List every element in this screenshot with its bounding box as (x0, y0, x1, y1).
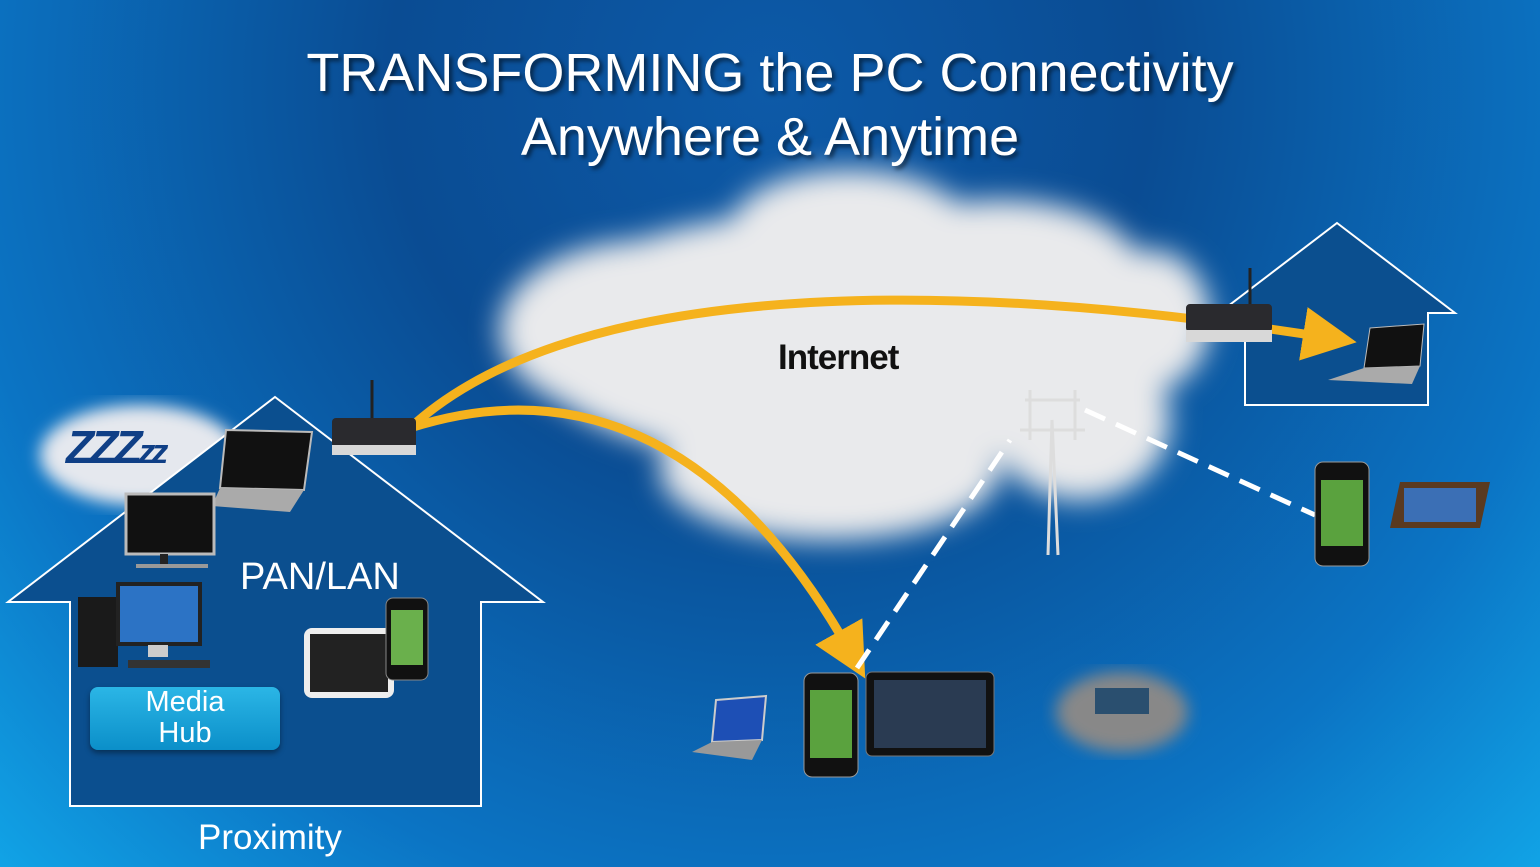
cell-tower-icon (1020, 390, 1085, 556)
desktop-pc-icon (78, 582, 210, 668)
tablet-icon (304, 628, 394, 698)
android-tablet-icon (865, 671, 995, 757)
slide-title-line-1: TRANSFORMING the PC Connectivity (306, 43, 1234, 103)
internet-label: Internet (778, 338, 899, 377)
mobile-laptop-icon (692, 694, 768, 760)
sleep-z: Z (90, 421, 118, 473)
remote-laptop-icon (1328, 323, 1425, 384)
internet-arrow-to-remote-house (406, 295, 1357, 432)
internet-cloud (500, 170, 1210, 540)
remote-router-icon (1186, 268, 1272, 342)
car-dashboard-icon (1056, 672, 1188, 752)
laptop-icon (212, 428, 314, 512)
pan-lan-label: PAN/LAN (240, 556, 400, 598)
remote-tablet-icon (1390, 482, 1490, 528)
home-router-icon (332, 380, 416, 455)
internet-arrow-to-mobile (408, 405, 866, 679)
wireless-link-remote-phone (1083, 407, 1317, 518)
sleep-z: z (151, 433, 168, 471)
media-hub-button[interactable]: Media Hub (90, 687, 280, 750)
mobile-phone-icon (803, 672, 859, 778)
media-hub-line-1: Media (145, 686, 225, 718)
wireless-link-phone (854, 438, 1013, 670)
smartphone-icon (385, 597, 429, 681)
sleep-z: Z (66, 421, 94, 473)
slide-title-line-2: Anywhere & Anytime (520, 107, 1020, 167)
remote-phone-icon (1314, 461, 1370, 567)
tv-icon (124, 492, 216, 568)
sleep-z: z (138, 433, 155, 471)
media-hub-line-2: Hub (158, 717, 212, 749)
proximity-label: Proximity (198, 818, 342, 857)
sleep-zzz-label: ZZZzz (66, 420, 168, 474)
sleep-z: Z (114, 421, 142, 473)
